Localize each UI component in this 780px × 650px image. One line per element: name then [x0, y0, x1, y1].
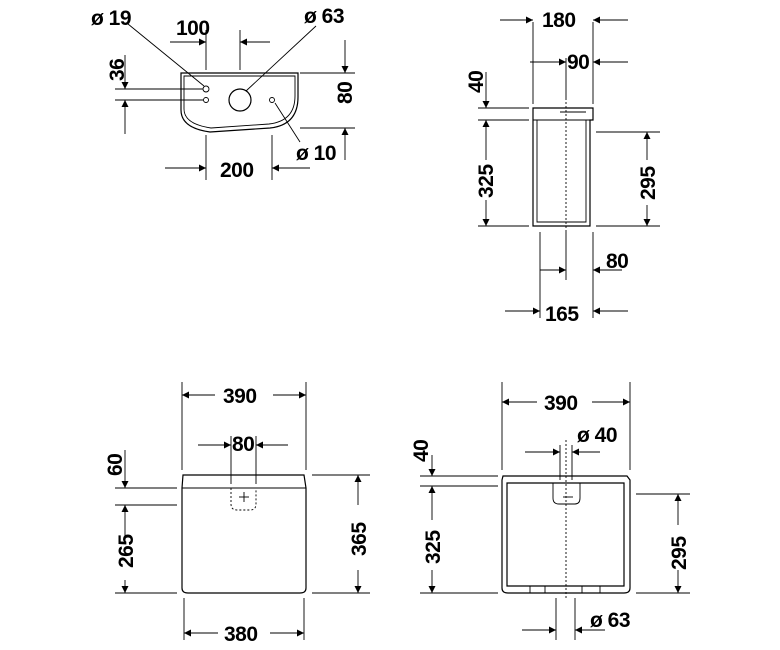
dim-depth: 80: [334, 82, 357, 104]
top-view: ø 19 100 ø 63 36 80 ø 10 200: [91, 5, 357, 182]
tank-top-inner-outline: [183, 75, 296, 129]
tank-side-outline: [532, 107, 594, 227]
right-hole: [269, 97, 275, 103]
dim-lid: 60: [104, 454, 127, 476]
center-hole: [228, 88, 252, 112]
dim-bolt-spacing: 200: [220, 159, 254, 182]
tank-side-inner: [536, 119, 587, 223]
dim-bottom-width: 380: [224, 623, 258, 646]
tank-section-outline: [501, 475, 631, 594]
dim-lid: 40: [465, 71, 488, 93]
left-hole-lower: [203, 97, 209, 103]
flush-button: [230, 488, 257, 511]
dim-body: 295: [668, 536, 691, 570]
dim-base: 165: [545, 303, 579, 326]
front-view: 390 80 60 265 365 380: [104, 382, 371, 646]
dim-hole-offset: 36: [106, 59, 129, 81]
dim-hole-large: ø 19: [91, 7, 131, 30]
dim-center-hole: ø 63: [304, 5, 344, 28]
dim-button-hole: ø 40: [577, 424, 617, 447]
dim-outlet: ø 63: [590, 609, 630, 632]
dim-button: 80: [232, 433, 254, 456]
dim-total: 365: [348, 522, 371, 556]
dim-width: 180: [542, 9, 576, 32]
dim-height: 325: [475, 164, 498, 198]
tank-section-inner: [506, 482, 625, 587]
button-recess: [552, 483, 581, 505]
left-hole-upper: [202, 85, 210, 93]
tank-front-outline: [181, 474, 307, 594]
dim-small-hole: ø 10: [296, 142, 336, 165]
dim-body: 265: [115, 534, 138, 568]
side-view: 180 90 40 325 295 80 165: [465, 9, 660, 326]
dim-half: 90: [567, 51, 589, 74]
dim-width: 390: [544, 392, 578, 415]
dim-offset: 80: [606, 250, 628, 273]
dim-height: 325: [422, 530, 445, 564]
tank-top-outline: [180, 72, 299, 133]
section-view: 390 40 ø 40 325 295 ø 63: [410, 382, 691, 640]
dim-body: 295: [637, 166, 660, 200]
dim-top-width: 390: [223, 385, 257, 408]
dim-spacing: 100: [176, 17, 210, 40]
dim-lid: 40: [410, 440, 433, 462]
